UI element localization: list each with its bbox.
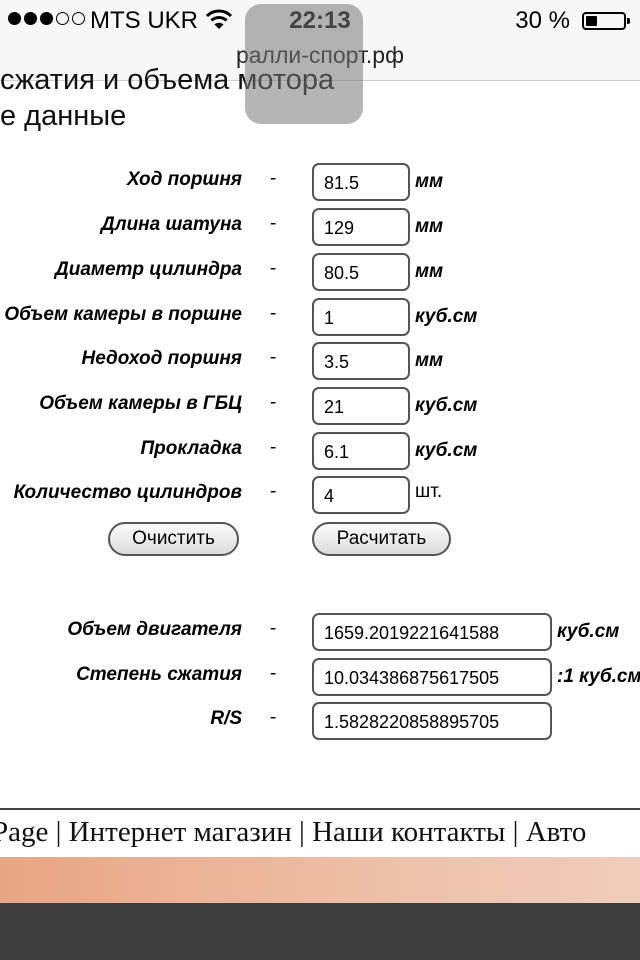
clear-button[interactable]: Очистить — [108, 522, 239, 556]
wifi-icon — [205, 8, 233, 35]
field-label: Объем камеры в ГБЦ — [39, 393, 242, 414]
battery-icon — [582, 12, 630, 30]
signal-dot — [24, 12, 37, 25]
result-row: R/S - 1.5828220858895705 — [0, 702, 640, 742]
separator-dash: - — [270, 481, 277, 502]
signal-dot — [40, 12, 53, 25]
separator-dash: - — [270, 258, 277, 279]
result-output[interactable]: 10.034386875617505 — [312, 658, 552, 696]
unit-label: куб.см — [415, 306, 478, 327]
unit-label: мм — [415, 216, 444, 237]
unit-label: мм — [415, 350, 444, 371]
value-input[interactable]: 80.5 — [312, 253, 410, 291]
calculate-button[interactable]: Расчитать — [312, 522, 451, 556]
unit-label: мм — [415, 261, 444, 282]
separator-dash: - — [270, 618, 277, 639]
signal-dot — [72, 12, 85, 25]
separator-dash: - — [270, 168, 277, 189]
value-input[interactable]: 1 — [312, 298, 410, 336]
battery-percentage: 30 % — [515, 7, 570, 34]
value-input[interactable]: 4 — [312, 476, 410, 514]
field-label: Объем камеры в поршне — [4, 304, 242, 325]
field-label: Количество цилиндров — [13, 482, 242, 503]
separator-dash: - — [270, 303, 277, 324]
result-output[interactable]: 1659.2019221641588 — [312, 613, 552, 651]
result-label: Степень сжатия — [76, 664, 242, 685]
result-row: Степень сжатия - 10.034386875617505:1 куб.… — [0, 658, 640, 698]
value-input[interactable]: 81.5 — [312, 163, 410, 201]
field-label: Ход поршня — [127, 169, 242, 190]
unit-label: шт. — [415, 481, 443, 502]
value-input[interactable]: 129 — [312, 208, 410, 246]
unit-label: куб.см — [415, 440, 478, 461]
unit-label: куб.см — [557, 621, 620, 642]
separator-dash: - — [270, 707, 277, 728]
signal-dot — [56, 12, 69, 25]
carrier-name: MTS UKR — [90, 7, 198, 34]
footer-band — [0, 857, 640, 903]
value-input[interactable]: 21 — [312, 387, 410, 425]
field-label: Диаметр цилиндра — [55, 259, 242, 280]
unit-label: :1 куб.см — [557, 666, 640, 687]
battery-fill — [586, 16, 597, 26]
footer-bottom — [0, 903, 640, 960]
footer-navigation[interactable]: Page | Интернет магазин | Наши контакты … — [0, 816, 587, 848]
value-input[interactable]: 6.1 — [312, 432, 410, 470]
result-label: Объем двигателя — [67, 619, 242, 640]
loading-overlay — [245, 4, 363, 124]
separator-dash: - — [270, 213, 277, 234]
signal-strength-icon — [8, 12, 85, 25]
footer-divider — [0, 808, 640, 810]
field-label: Прокладка — [140, 438, 242, 459]
field-label: Недоход поршня — [81, 348, 243, 369]
separator-dash: - — [270, 392, 277, 413]
field-label: Длина шатуна — [101, 214, 242, 235]
separator-dash: - — [270, 437, 277, 458]
signal-dot — [8, 12, 21, 25]
unit-label: мм — [415, 171, 444, 192]
page-subtitle: е данные — [0, 100, 127, 132]
result-output[interactable]: 1.5828220858895705 — [312, 702, 552, 740]
result-label: R/S — [210, 708, 242, 729]
value-input[interactable]: 3.5 — [312, 342, 410, 380]
unit-label: куб.см — [415, 395, 478, 416]
separator-dash: - — [270, 347, 277, 368]
separator-dash: - — [270, 663, 277, 684]
